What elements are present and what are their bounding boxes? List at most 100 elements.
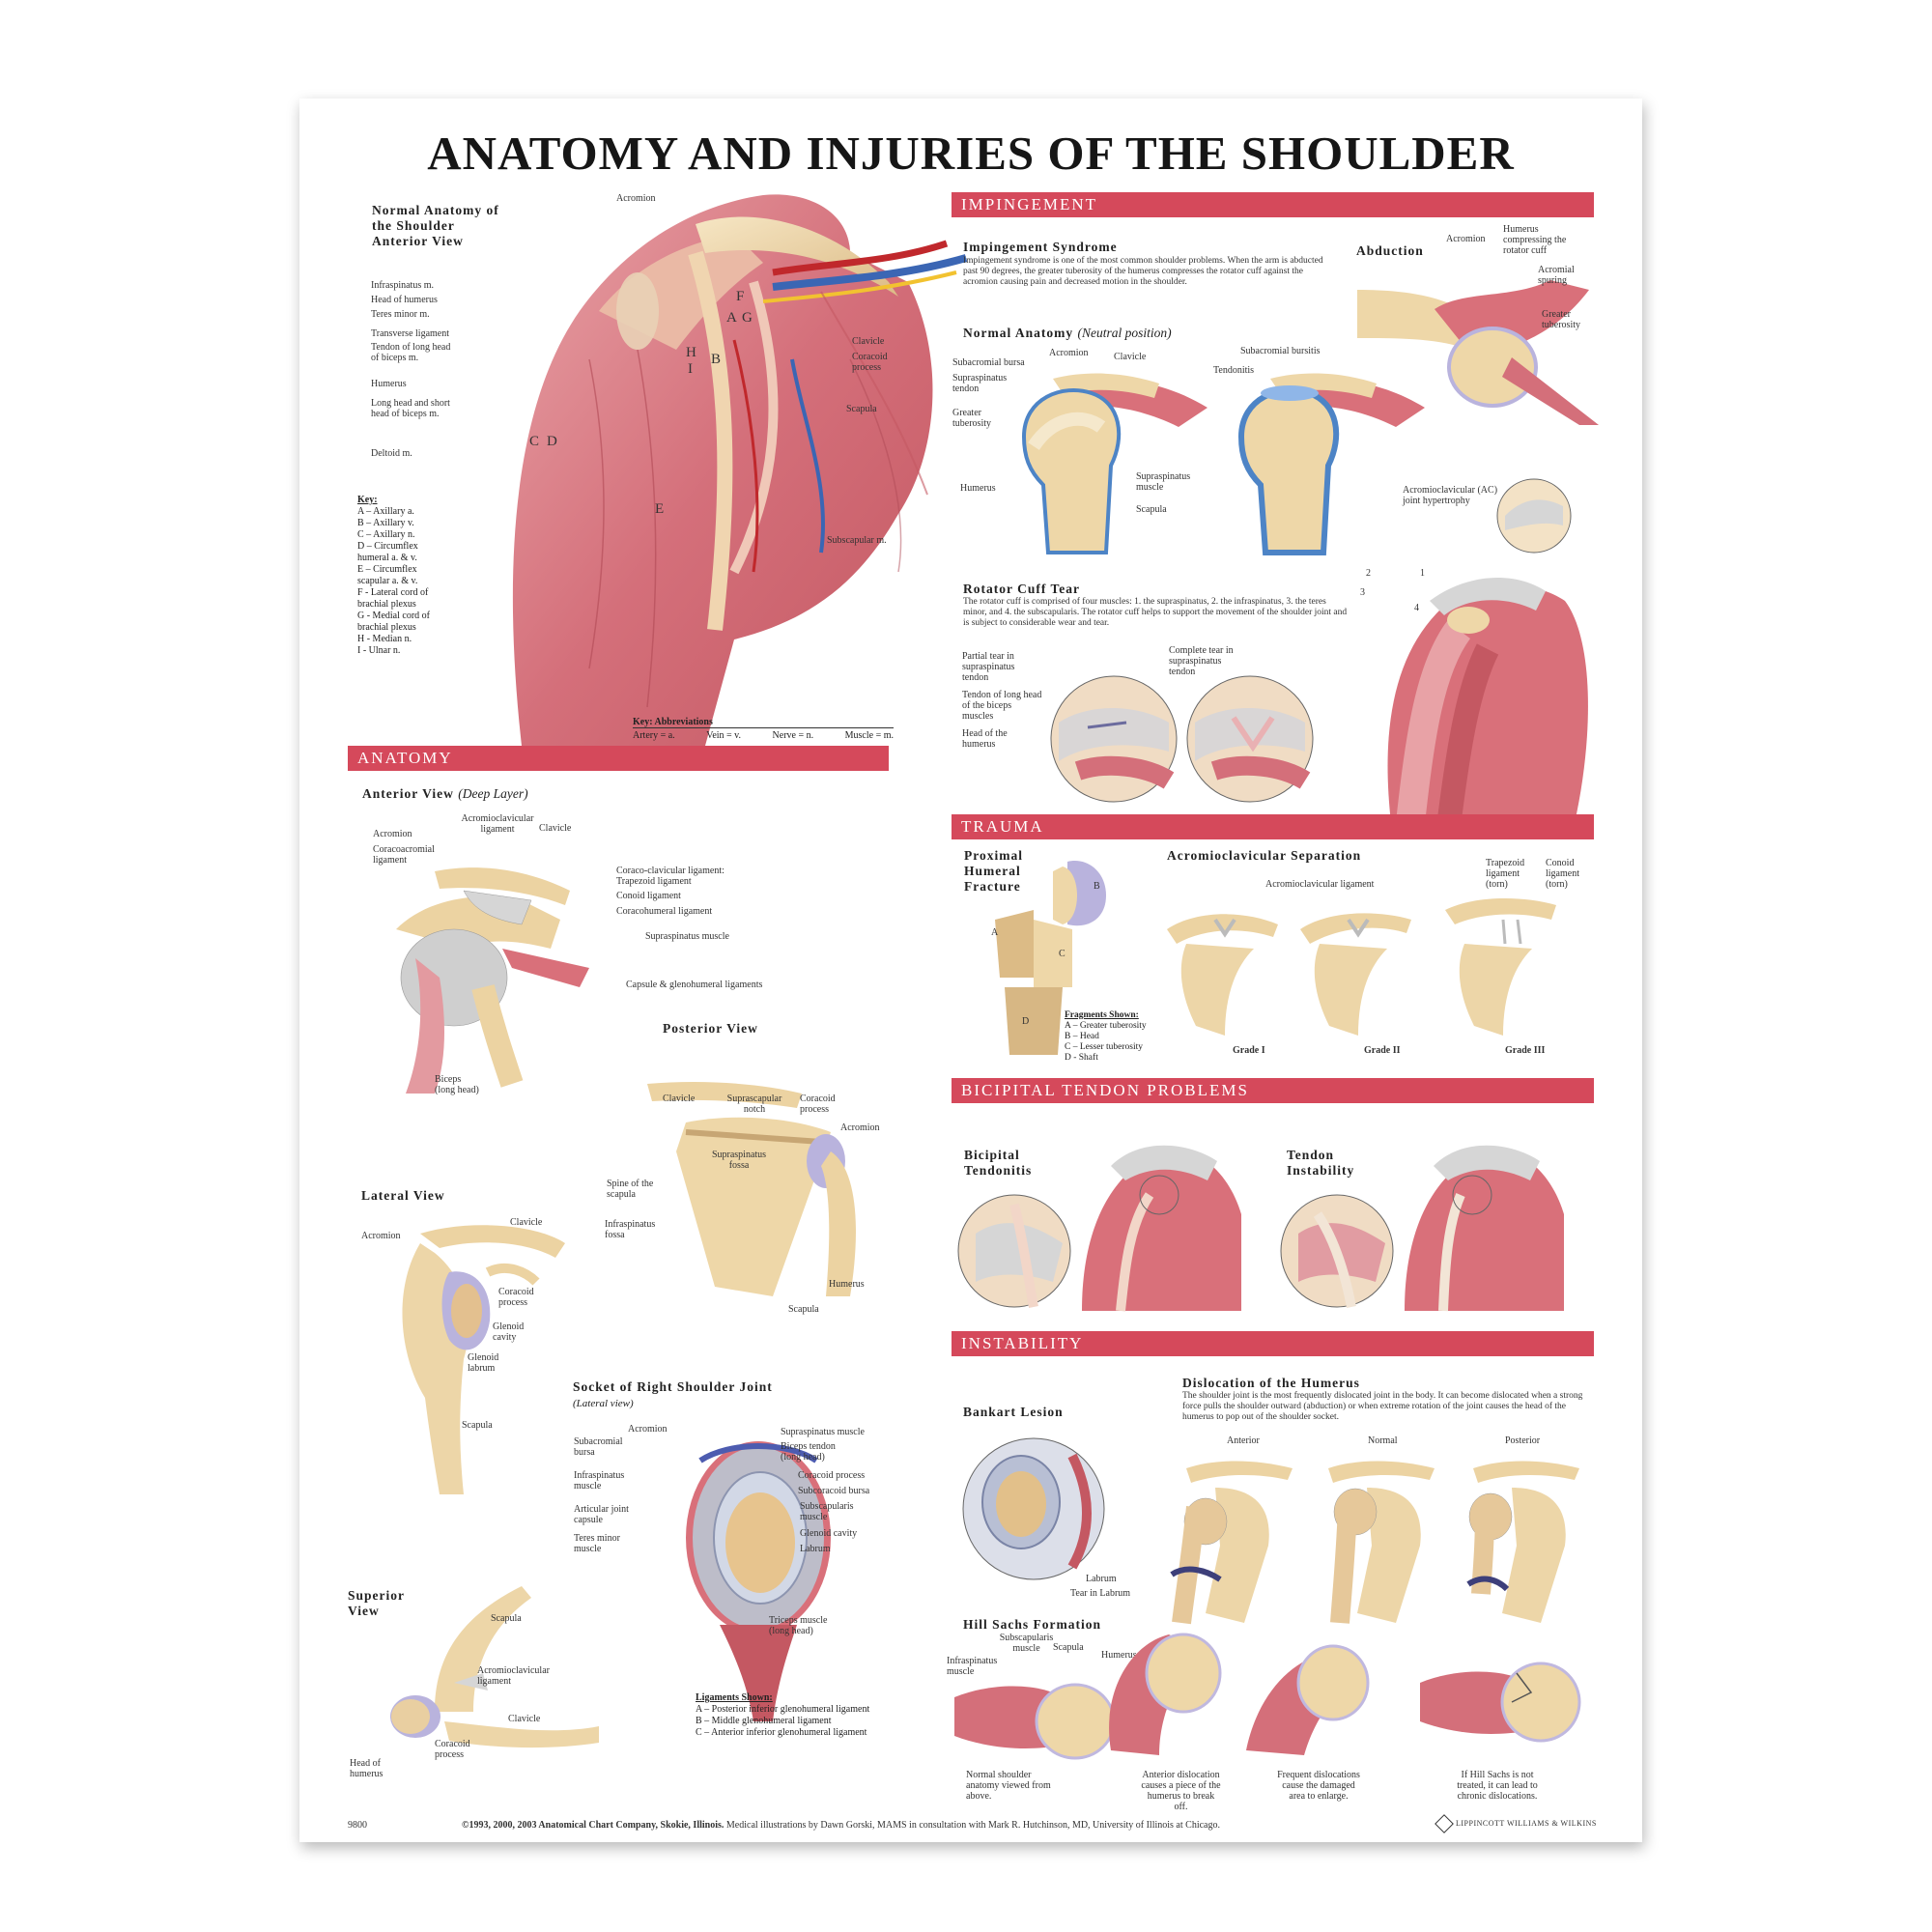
abbrev-title: Key: Abbreviations bbox=[633, 717, 894, 728]
abbrev-item: Muscle = m. bbox=[844, 730, 894, 741]
hill-sachs-stage-1 bbox=[954, 1683, 1116, 1760]
key-item: A – Axillary a. bbox=[357, 506, 414, 517]
ligament-item: A – Posterior inferior glenohumeral liga… bbox=[696, 1704, 870, 1715]
label-tear-labrum: Tear in Labrum bbox=[1070, 1588, 1131, 1599]
label-neutral-bursa: Subacromial bursa bbox=[952, 357, 1025, 368]
label-lat-acromion: Acromion bbox=[361, 1231, 401, 1241]
label-suprascapular-notch: Suprascapular notch bbox=[726, 1094, 782, 1115]
key-item: I - Ulnar n. bbox=[357, 645, 401, 656]
ac-hypertrophy-inset bbox=[1496, 478, 1572, 554]
rc-number-4: 4 bbox=[1414, 603, 1419, 613]
shoulder-muscles-illustration bbox=[512, 194, 968, 746]
label-post-humerus: Humerus bbox=[829, 1279, 865, 1290]
hs-caption-3: Frequent dislocations cause the damaged … bbox=[1277, 1770, 1360, 1802]
label-socket-teres: Teres minor muscle bbox=[574, 1533, 620, 1554]
label-supraspinatus: Supraspinatus muscle bbox=[645, 931, 729, 942]
poster-title: ANATOMY AND INJURIES OF THE SHOULDER bbox=[427, 127, 1515, 180]
label-lat-scapula: Scapula bbox=[462, 1420, 493, 1431]
partial-tear-inset bbox=[1050, 675, 1178, 803]
rotator-cuff-heading: Rotator Cuff Tear bbox=[963, 582, 1080, 596]
label-socket-triceps: Triceps muscle (long head) bbox=[769, 1615, 828, 1636]
chart-number: 9800 bbox=[348, 1820, 367, 1831]
label-sup-head-humerus: Head of humerus bbox=[350, 1758, 384, 1779]
section-impingement: IMPINGEMENT bbox=[952, 192, 1594, 217]
label-deltoid: Deltoid m. bbox=[371, 448, 412, 459]
impingement-syndrome-text: Impingement syndrome is one of the most … bbox=[963, 256, 1323, 287]
bankart-heading: Bankart Lesion bbox=[963, 1405, 1064, 1419]
abbrev-item: Vein = v. bbox=[706, 730, 742, 741]
label-acromion-top: Acromion bbox=[616, 193, 656, 204]
posterior-view-heading: Posterior View bbox=[663, 1021, 758, 1036]
vessel-key: Key: A – Axillary a. B – Axillary v. C –… bbox=[357, 495, 444, 657]
label-trapezoid-torn: Trapezoid ligament (torn) bbox=[1486, 858, 1525, 890]
tendon-instability-illustration bbox=[1280, 1145, 1564, 1312]
complete-tear-inset bbox=[1186, 675, 1314, 803]
label-hs-infraspinatus: Infraspinatus muscle bbox=[947, 1656, 998, 1677]
rc-number-2: 2 bbox=[1366, 568, 1371, 579]
rc-number-1: 1 bbox=[1420, 568, 1425, 579]
dislocation-posterior-illustration bbox=[1466, 1461, 1579, 1623]
letter-F: F bbox=[736, 289, 745, 304]
publisher-name: Lippincott Williams & Wilkins bbox=[1456, 1818, 1597, 1828]
key-item: F - Lateral cord of brachial plexus bbox=[357, 587, 429, 610]
fragment-item: B – Head bbox=[1065, 1032, 1099, 1041]
fracture-illustration bbox=[995, 861, 1106, 1055]
fragment-item: D - Shaft bbox=[1065, 1053, 1098, 1063]
label-socket-supraspinatus: Supraspinatus muscle bbox=[781, 1427, 865, 1437]
hill-sachs-heading: Hill Sachs Formation bbox=[963, 1617, 1102, 1632]
abduction-illustration bbox=[1357, 280, 1599, 425]
label-scapula-top: Scapula bbox=[846, 404, 877, 414]
rc-number-3: 3 bbox=[1360, 587, 1365, 598]
ligaments-key: Ligaments Shown: A – Posterior inferior … bbox=[696, 1692, 918, 1739]
ligaments-title: Ligaments Shown: bbox=[696, 1692, 773, 1703]
grade-3-illustration bbox=[1445, 898, 1556, 1036]
label-sup-scapula: Scapula bbox=[491, 1613, 522, 1624]
letter-B: B bbox=[711, 352, 722, 367]
superior-view-illustration bbox=[390, 1586, 599, 1748]
grade-3-label: Grade III bbox=[1505, 1045, 1546, 1056]
key-item: C – Axillary n. bbox=[357, 529, 415, 540]
superior-view-heading: Superior View bbox=[348, 1588, 405, 1618]
anterior-view-title: Anterior View bbox=[362, 786, 454, 801]
label-bursitis: Subacromial bursitis bbox=[1240, 346, 1321, 356]
label-sup-ac-ligament: Acromioclavicular ligament bbox=[477, 1665, 550, 1687]
letter-D: D bbox=[547, 434, 557, 449]
anterior-deep-illustration bbox=[396, 867, 589, 1094]
label-socket-labrum: Labrum bbox=[800, 1544, 831, 1554]
label-spine-scapula: Spine of the scapula bbox=[607, 1179, 654, 1200]
normal-anatomy-neutral-heading: Normal Anatomy (Neutral position) bbox=[963, 326, 1172, 341]
socket-title: Socket of Right Shoulder Joint bbox=[573, 1379, 773, 1394]
label-hs-scapula: Scapula bbox=[1053, 1642, 1084, 1653]
rotator-cuff-text: The rotator cuff is comprised of four mu… bbox=[963, 597, 1348, 628]
socket-sub: (Lateral view) bbox=[573, 1398, 634, 1409]
bankart-illustration bbox=[962, 1437, 1105, 1580]
label-sup-clavicle: Clavicle bbox=[508, 1714, 541, 1724]
letter-G: G bbox=[742, 310, 753, 326]
label-socket-biceps: Biceps tendon (long head) bbox=[781, 1441, 836, 1463]
label-tendon-biceps: Tendon of long head of biceps m. bbox=[371, 342, 451, 363]
fragment-letter-A: A bbox=[991, 927, 999, 938]
label-clavicle-top: Clavicle bbox=[852, 336, 885, 347]
label-acromion: Acromion bbox=[373, 829, 412, 839]
label-socket-subscapularis: Subscapularis muscle bbox=[800, 1501, 854, 1522]
fragments-key: Fragments Shown: A – Greater tuberosity … bbox=[1065, 1010, 1171, 1064]
bicipital-tendonitis-illustration bbox=[957, 1145, 1241, 1312]
lateral-view-illustration bbox=[402, 1225, 565, 1494]
label-socket-subcoracoid: Subcoracoid bursa bbox=[798, 1486, 870, 1496]
label-lat-clavicle: Clavicle bbox=[510, 1217, 543, 1228]
label-long-head-tendon: Tendon of long head of the biceps muscle… bbox=[962, 690, 1042, 722]
publisher-icon bbox=[1435, 1814, 1454, 1833]
label-biceps: Biceps (long head) bbox=[435, 1074, 479, 1095]
abbrev-item: Nerve = n. bbox=[772, 730, 814, 741]
label-socket-capsule: Articular joint capsule bbox=[574, 1504, 629, 1525]
label-glenoid-labrum: Glenoid labrum bbox=[468, 1352, 499, 1374]
label-infraspinatus: Infraspinatus m. bbox=[371, 280, 434, 291]
normal-anatomy-heading: Normal Anatomy of the Shoulder Anterior … bbox=[372, 203, 499, 248]
label-complete-tear: Complete tear in supraspinatus tendon bbox=[1169, 645, 1234, 677]
label-neutral-tuberosity: Greater tuberosity bbox=[952, 408, 991, 429]
anterior-view-heading: Anterior View (Deep Layer) bbox=[362, 786, 528, 802]
label-post-clavicle: Clavicle bbox=[663, 1094, 696, 1104]
label-humerus: Humerus bbox=[371, 379, 407, 389]
ligament-item: C – Anterior inferior glenohumeral ligam… bbox=[696, 1727, 867, 1738]
label-neutral-humerus: Humerus bbox=[960, 483, 996, 494]
